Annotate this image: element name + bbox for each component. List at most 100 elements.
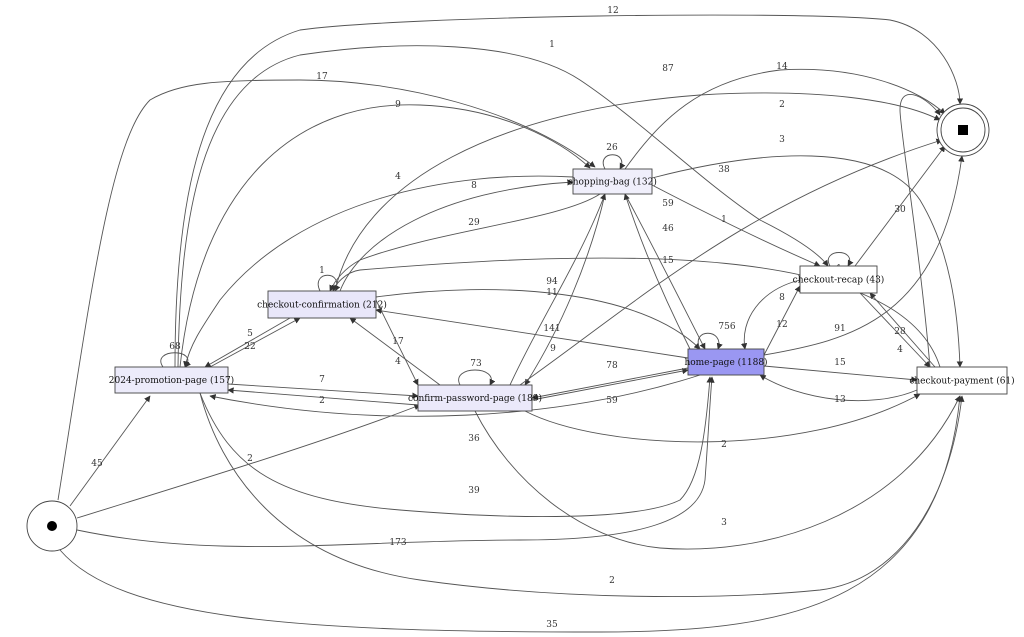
node-payment[interactable]: checkout-payment (61) xyxy=(909,366,1015,395)
edge-label: 8 xyxy=(779,293,785,303)
edge-label: 38 xyxy=(718,165,730,175)
edge-password-to-end xyxy=(519,138,943,386)
edge-label: 12 xyxy=(776,320,787,330)
node-password[interactable]: confirm-password-page (189) xyxy=(408,384,542,412)
start-dot-icon xyxy=(47,521,57,531)
edge-label: 173 xyxy=(389,538,406,548)
edge-label: 94 xyxy=(546,277,558,287)
node-label: home-page (1188) xyxy=(684,357,767,368)
end-square-icon xyxy=(958,125,968,135)
edge-promo-to-end xyxy=(174,14,964,368)
edge-payment-to-recap xyxy=(869,292,936,368)
edge-label: 2 xyxy=(609,576,615,586)
edge-label: 87 xyxy=(662,64,674,74)
edge-label: 78 xyxy=(606,361,618,371)
edge-label: 7 xyxy=(319,375,325,385)
edge-home-to-end xyxy=(763,155,965,356)
edge-label: 17 xyxy=(392,337,404,347)
node-bag[interactable]: shopping-bag (132) xyxy=(568,168,657,195)
edge-label: 39 xyxy=(468,486,480,496)
edge-label: 35 xyxy=(546,620,558,630)
edge-start-to-home xyxy=(76,376,715,547)
edge-label: 1 xyxy=(721,215,727,225)
edge-label: 13 xyxy=(834,395,846,405)
edge-label: 59 xyxy=(606,396,618,406)
node-box xyxy=(916,366,1008,395)
node-recap[interactable]: checkout-recap (43) xyxy=(793,265,885,294)
edge-start-to-password xyxy=(76,404,421,519)
edge-start-to-payment xyxy=(59,395,963,633)
edge-label: 91 xyxy=(834,324,845,334)
node-box xyxy=(799,265,878,294)
node-home[interactable]: home-page (1188) xyxy=(684,348,768,376)
nodes-layer: 2024-promotion-page (157) checkout-confir… xyxy=(26,103,1015,552)
edge-label: 2 xyxy=(779,100,785,110)
edge-home-to-payment xyxy=(763,365,918,383)
node-box xyxy=(572,168,653,195)
edge-label: 9 xyxy=(395,100,401,110)
edge-label: 141 xyxy=(543,324,560,334)
node-promo[interactable]: 2024-promotion-page (157) xyxy=(109,366,234,394)
edge-confirmation-to-home xyxy=(375,289,701,350)
edge-home-to-recap xyxy=(763,285,801,356)
edge-password-to-password xyxy=(458,369,496,386)
edge-home-to-confirmation xyxy=(375,307,689,359)
edge-label: 46 xyxy=(662,224,674,234)
edge-home-to-bag xyxy=(623,193,691,350)
edge-label: 17 xyxy=(316,72,328,82)
node-label: checkout-recap (43) xyxy=(793,275,885,286)
edge-home-to-promo xyxy=(209,374,701,417)
edge-recap-to-home xyxy=(740,279,801,350)
edge-bag-to-promo xyxy=(183,175,574,368)
edge-bag-to-home xyxy=(624,193,706,350)
edge-recap-to-payment xyxy=(859,292,931,368)
edge-label: 756 xyxy=(718,322,735,332)
edge-bag-to-recap xyxy=(651,184,821,267)
edge-bag-to-end xyxy=(624,68,946,170)
edge-label: 4 xyxy=(395,172,401,182)
node-box xyxy=(417,384,533,412)
edge-promo-to-promo xyxy=(160,352,191,368)
edge-label: 30 xyxy=(894,205,906,215)
edge-label: 26 xyxy=(606,143,618,153)
edge-label: 22 xyxy=(244,342,255,352)
edge-label: 3 xyxy=(779,135,785,145)
edge-payment-to-end xyxy=(899,94,941,368)
node-label: checkout-payment (61) xyxy=(909,376,1014,387)
edge-label: 12 xyxy=(607,6,618,16)
edge-label: 4 xyxy=(395,357,401,367)
edge-label: 28 xyxy=(894,327,906,337)
edge-label: 8 xyxy=(471,181,477,191)
edge-label: 9 xyxy=(550,344,556,354)
edge-label: 4 xyxy=(897,345,903,355)
node-box xyxy=(267,290,377,319)
edge-label: 2 xyxy=(319,396,325,406)
edge-bag-to-password xyxy=(524,193,606,386)
end-node[interactable] xyxy=(936,103,990,157)
edge-label: 2 xyxy=(721,440,727,450)
node-label: checkout-confirmation (212) xyxy=(257,300,387,311)
edge-start-to-bag xyxy=(57,79,596,501)
edge-home-to-home xyxy=(697,332,723,350)
edge-password-to-payment xyxy=(474,395,961,550)
edge-confirmation-to-password xyxy=(375,299,419,386)
edge-label: 5 xyxy=(247,329,253,339)
edge-promo-to-password xyxy=(227,383,419,399)
node-box xyxy=(687,348,765,376)
edge-password-to-bag xyxy=(509,193,606,386)
edge-label: 15 xyxy=(834,358,846,368)
edge-label: 11 xyxy=(546,288,557,298)
edge-label: 14 xyxy=(776,62,788,72)
edge-home-to-password xyxy=(531,367,689,401)
edge-payment-to-home xyxy=(759,374,918,402)
start-node[interactable] xyxy=(26,500,78,552)
edge-promo-to-payment xyxy=(199,392,965,598)
edge-promo-to-bag xyxy=(179,104,591,368)
edge-confirmation-to-bag xyxy=(339,179,574,292)
node-label: shopping-bag (132) xyxy=(568,177,657,188)
edge-label: 2 xyxy=(247,454,253,464)
edge-password-to-confirmation xyxy=(349,317,441,386)
node-confirmation[interactable]: checkout-confirmation (212) xyxy=(257,290,387,319)
